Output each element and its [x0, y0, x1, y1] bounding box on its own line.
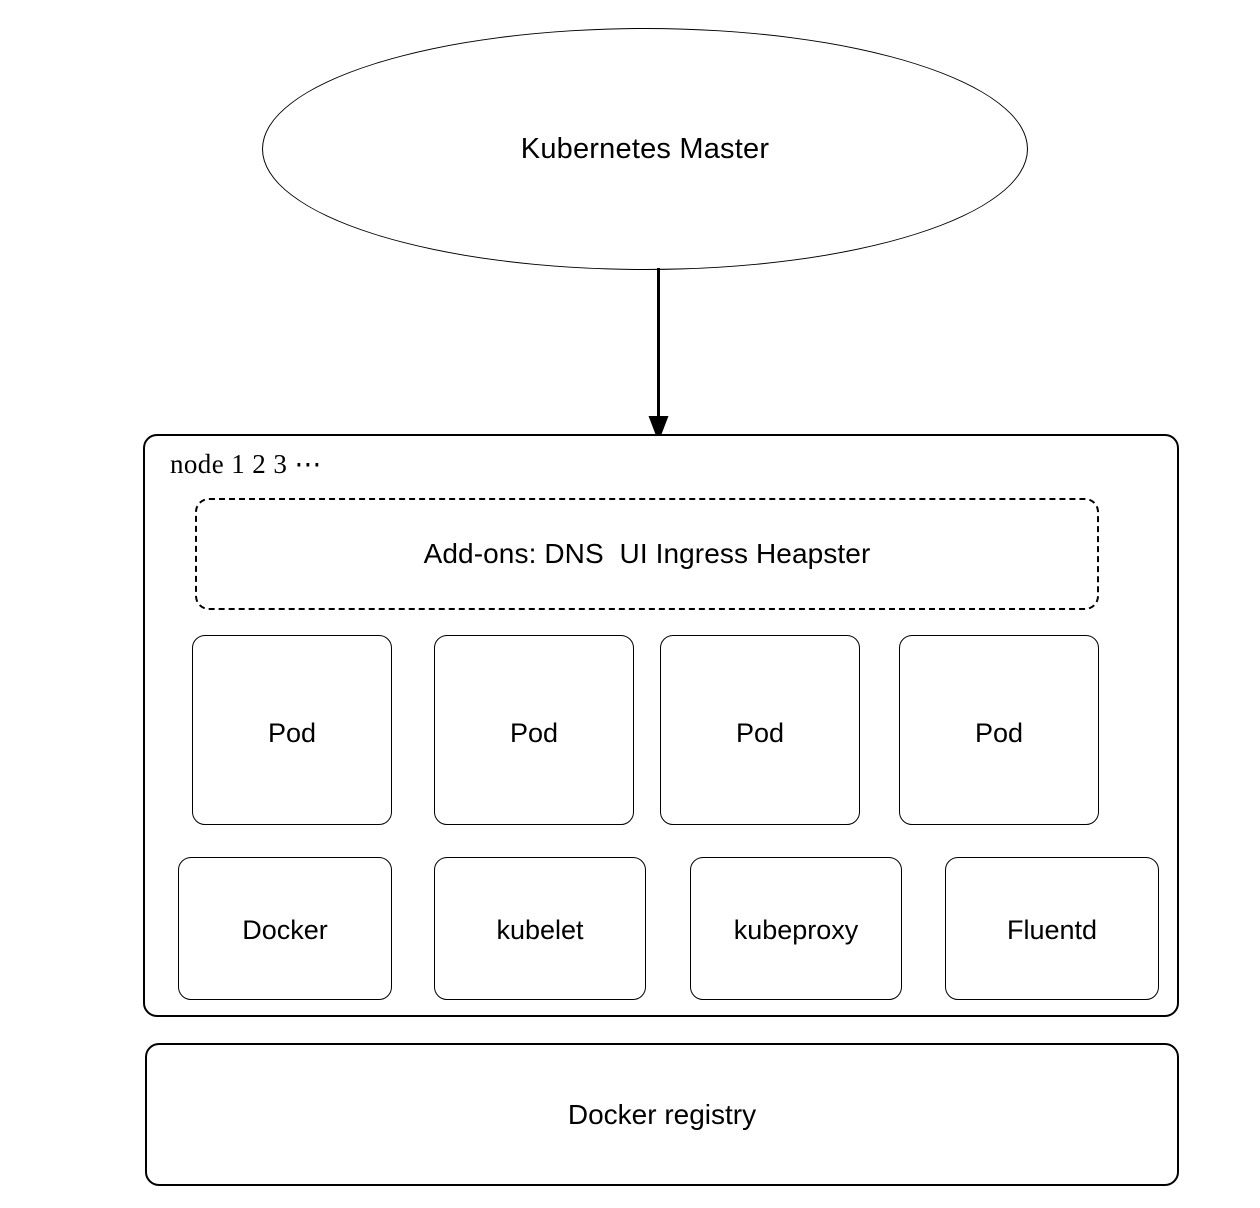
pod-label-2: Pod [509, 718, 559, 748]
pod-box-4: Pod [899, 635, 1099, 825]
docker-registry-label: Docker registry [567, 1098, 757, 1130]
service-label-fluentd: Fluentd [1006, 915, 1098, 945]
service-box-fluentd: Fluentd [945, 857, 1159, 1000]
service-label-kubelet: kubelet [496, 915, 584, 945]
addons-box: Add-ons: DNS UI Ingress Heapster [195, 498, 1099, 610]
service-label-kubeproxy: kubeproxy [733, 915, 859, 945]
service-box-kubelet: kubelet [434, 857, 646, 1000]
kubernetes-master-label: Kubernetes Master [520, 132, 770, 165]
docker-registry-box: Docker registry [145, 1043, 1179, 1186]
addons-label: Add-ons: DNS UI Ingress Heapster [423, 538, 871, 569]
master-to-node-arrow-icon [648, 268, 669, 442]
pod-box-2: Pod [434, 635, 634, 825]
pod-label-3: Pod [735, 718, 785, 748]
node-group-container: node 1 2 3 ⋯ Add-ons: DNS UI Ingress Hea… [143, 434, 1179, 1017]
pod-box-3: Pod [660, 635, 860, 825]
service-label-docker: Docker [242, 915, 328, 945]
pod-box-1: Pod [192, 635, 392, 825]
pod-label-1: Pod [267, 718, 317, 748]
node-group-label: node 1 2 3 ⋯ [170, 449, 322, 479]
service-box-docker: Docker [178, 857, 392, 1000]
pod-label-4: Pod [974, 718, 1024, 748]
service-box-kubeproxy: kubeproxy [690, 857, 902, 1000]
kubernetes-master-node: Kubernetes Master [262, 28, 1028, 270]
